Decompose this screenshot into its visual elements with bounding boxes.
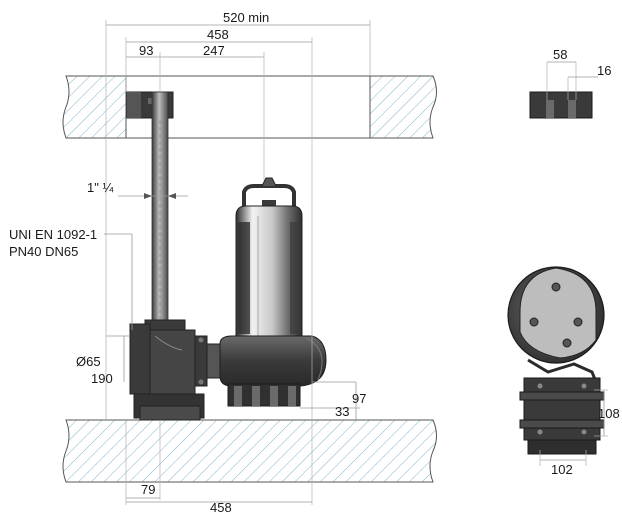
- discharge-foot: [129, 319, 205, 421]
- overall-width-top-label: 458: [207, 27, 229, 42]
- floor-slab: [62, 419, 437, 483]
- submersible-pump: [219, 177, 327, 407]
- pipe-size-label: 1" ¼: [87, 180, 113, 195]
- flange-standard-line1: UNI EN 1092-1: [9, 227, 97, 242]
- flange-standard-line2: PN40 DN65: [9, 244, 78, 259]
- overall-width-bottom-label: 458: [210, 500, 232, 513]
- pump-top-view: [507, 266, 608, 466]
- pipe-offset-label: 93: [139, 43, 153, 58]
- bracket-width-label: 58: [553, 47, 567, 62]
- foot-height-side-label: 108: [598, 406, 620, 421]
- bracket-slot-label: 16: [597, 63, 611, 78]
- pump-outlet-flange: [194, 335, 222, 387]
- pump-axis-offset-label: 247: [203, 43, 225, 58]
- dimension-lines: [104, 20, 371, 505]
- bracket-detail: [529, 61, 598, 119]
- min-clearance-label: 520 min: [223, 10, 269, 25]
- outlet-height-label: 190: [91, 371, 113, 386]
- base-clearance-label: 33: [335, 404, 349, 419]
- guide-pipe: [151, 91, 169, 321]
- foot-height-label: 97: [352, 391, 366, 406]
- foot-width-side-label: 102: [551, 462, 573, 477]
- ceiling-slab: [62, 75, 437, 139]
- base-offset-label: 79: [141, 482, 155, 497]
- flange-diameter-label: Ø65: [76, 354, 101, 369]
